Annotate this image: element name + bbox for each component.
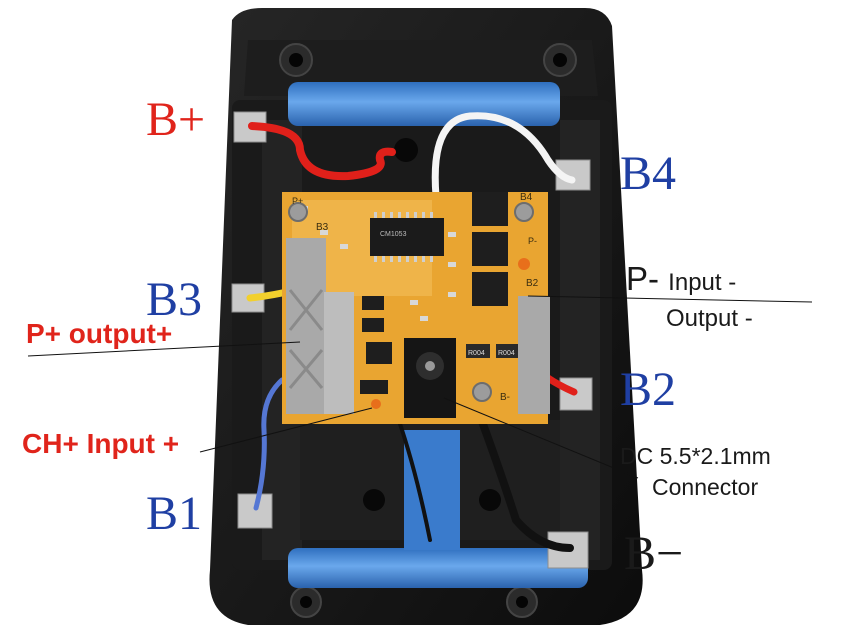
chip-marking: CM1053 xyxy=(380,231,407,238)
label-b-minus: B− xyxy=(624,527,684,580)
silk-b2: B2 xyxy=(526,278,539,289)
mosfet-1 xyxy=(472,192,508,226)
wire-red-b-plus xyxy=(248,122,396,181)
mosfet-2 xyxy=(472,232,508,266)
silk-b4: B4 xyxy=(520,192,533,203)
label-p-minus: P- Input - xyxy=(626,262,736,295)
label-b4: B4 xyxy=(620,147,677,200)
bms-pcb: CM1053 R004 R004 xyxy=(282,192,550,424)
wire-red-b2 xyxy=(544,374,578,396)
nickel-tabs xyxy=(231,111,593,569)
silk-p-plus: P+ xyxy=(292,196,303,206)
silk-p-minus: P- xyxy=(528,236,537,246)
label-b-plus: B+ xyxy=(146,93,206,146)
label-b1: B1 xyxy=(146,487,203,540)
leader-ch-plus xyxy=(199,407,373,453)
silk-b3: B3 xyxy=(316,222,329,233)
label-p-plus-output: P+ output+ xyxy=(26,318,173,349)
label-dc-line2: Connector xyxy=(652,474,759,500)
wire-blue-b1 xyxy=(253,377,285,511)
wire-black-thermistor xyxy=(396,416,432,542)
resistor-code-2: R004 xyxy=(498,350,515,357)
label-ch-plus-input: CH+ Input + xyxy=(22,428,180,459)
label-dc-line1: DC 5.5*2.1mm xyxy=(620,443,771,469)
resistor-code-1: R004 xyxy=(468,350,485,357)
leader-p-plus xyxy=(27,341,301,357)
wires xyxy=(246,112,578,552)
silk-b-minus: B- xyxy=(500,392,510,403)
label-p-minus-input: Input - xyxy=(668,269,737,296)
label-p-minus-prefix: P- xyxy=(626,260,659,297)
wire-black-b-minus xyxy=(476,412,574,552)
mosfet-3 xyxy=(472,272,508,306)
bms-ic xyxy=(370,218,444,256)
label-b2: B2 xyxy=(620,363,677,416)
leader-p-minus xyxy=(527,295,813,303)
leader-dc xyxy=(443,397,639,479)
leader-lines xyxy=(27,295,813,479)
wire-white-b4 xyxy=(431,112,576,200)
label-b3: B3 xyxy=(146,273,203,326)
label-p-minus-output: Output - xyxy=(666,305,753,332)
